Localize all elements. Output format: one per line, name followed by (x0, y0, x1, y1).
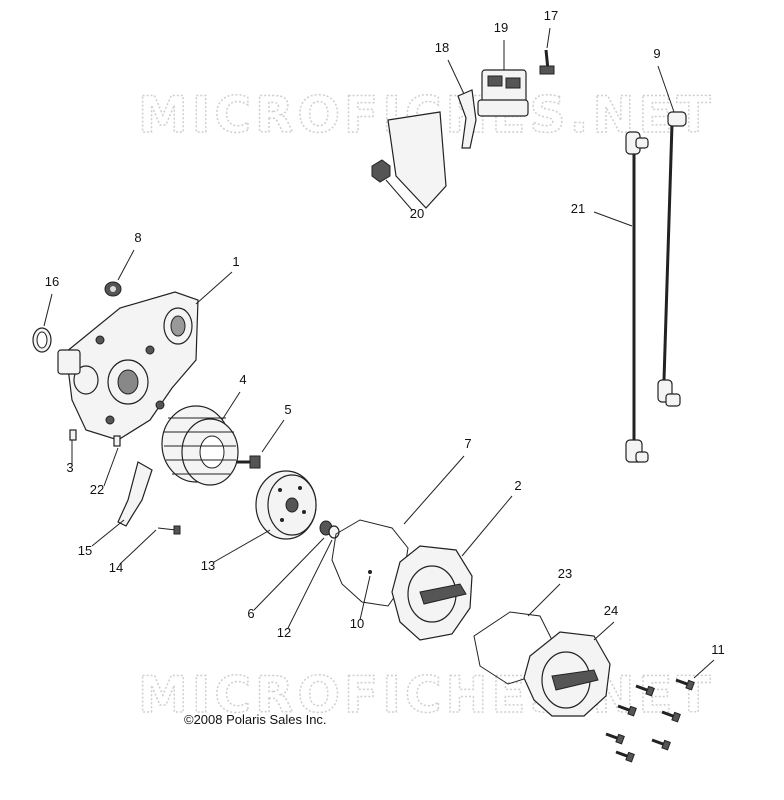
callout-22: 22 (90, 482, 104, 497)
callout-20: 20 (410, 206, 424, 221)
callout-2: 2 (514, 478, 521, 493)
part-flywheel (255, 470, 317, 540)
callout-23: 23 (558, 566, 572, 581)
callout-1: 1 (232, 254, 239, 269)
callout-8: 8 (134, 230, 141, 245)
callout-15: 15 (78, 543, 92, 558)
part-stator (161, 405, 239, 486)
callout-16: 16 (45, 274, 59, 289)
callout-21: 21 (571, 201, 585, 216)
callout-9: 9 (653, 46, 660, 61)
part-bearing (104, 281, 122, 297)
part-stator-cover (391, 545, 473, 641)
callout-4: 4 (239, 372, 246, 387)
callout-17: 17 (544, 8, 558, 23)
part-stator-bolt (236, 455, 261, 469)
part-bracket (117, 461, 153, 527)
callout-14: 14 (109, 560, 123, 575)
callout-18: 18 (435, 40, 449, 55)
callout-12: 12 (277, 625, 291, 640)
part-dowel-pin (69, 429, 77, 441)
part-outer-cover (523, 631, 611, 717)
callout-5: 5 (284, 402, 291, 417)
callout-10: 10 (350, 616, 364, 631)
part-regulator-bolt (539, 49, 555, 75)
part-cover-bolts (605, 678, 695, 763)
copyright-text: ©2008 Polaris Sales Inc. (184, 712, 327, 727)
callout-11: 11 (711, 642, 725, 657)
callout-19: 19 (494, 20, 508, 35)
part-ignition-cable-right (657, 111, 687, 407)
part-bracket-upper (457, 89, 477, 149)
watermark-bottom: MICROFICHES.NET (138, 666, 715, 724)
part-seal (32, 327, 52, 353)
callout-3: 3 (66, 460, 73, 475)
part-screw-small (157, 525, 181, 535)
part-mounting-plate (387, 111, 447, 209)
callout-7: 7 (464, 436, 471, 451)
part-dowel (113, 435, 121, 447)
part-dowel-small (368, 570, 372, 574)
callout-24: 24 (604, 603, 618, 618)
part-ignition-cable-left (625, 131, 649, 463)
callout-6: 6 (247, 606, 254, 621)
part-nut (328, 525, 340, 539)
part-nut-upper (371, 159, 391, 183)
leader-lines (43, 27, 715, 679)
part-regulator (477, 69, 529, 117)
callout-13: 13 (201, 558, 215, 573)
part-crankcase-cover (57, 291, 199, 441)
